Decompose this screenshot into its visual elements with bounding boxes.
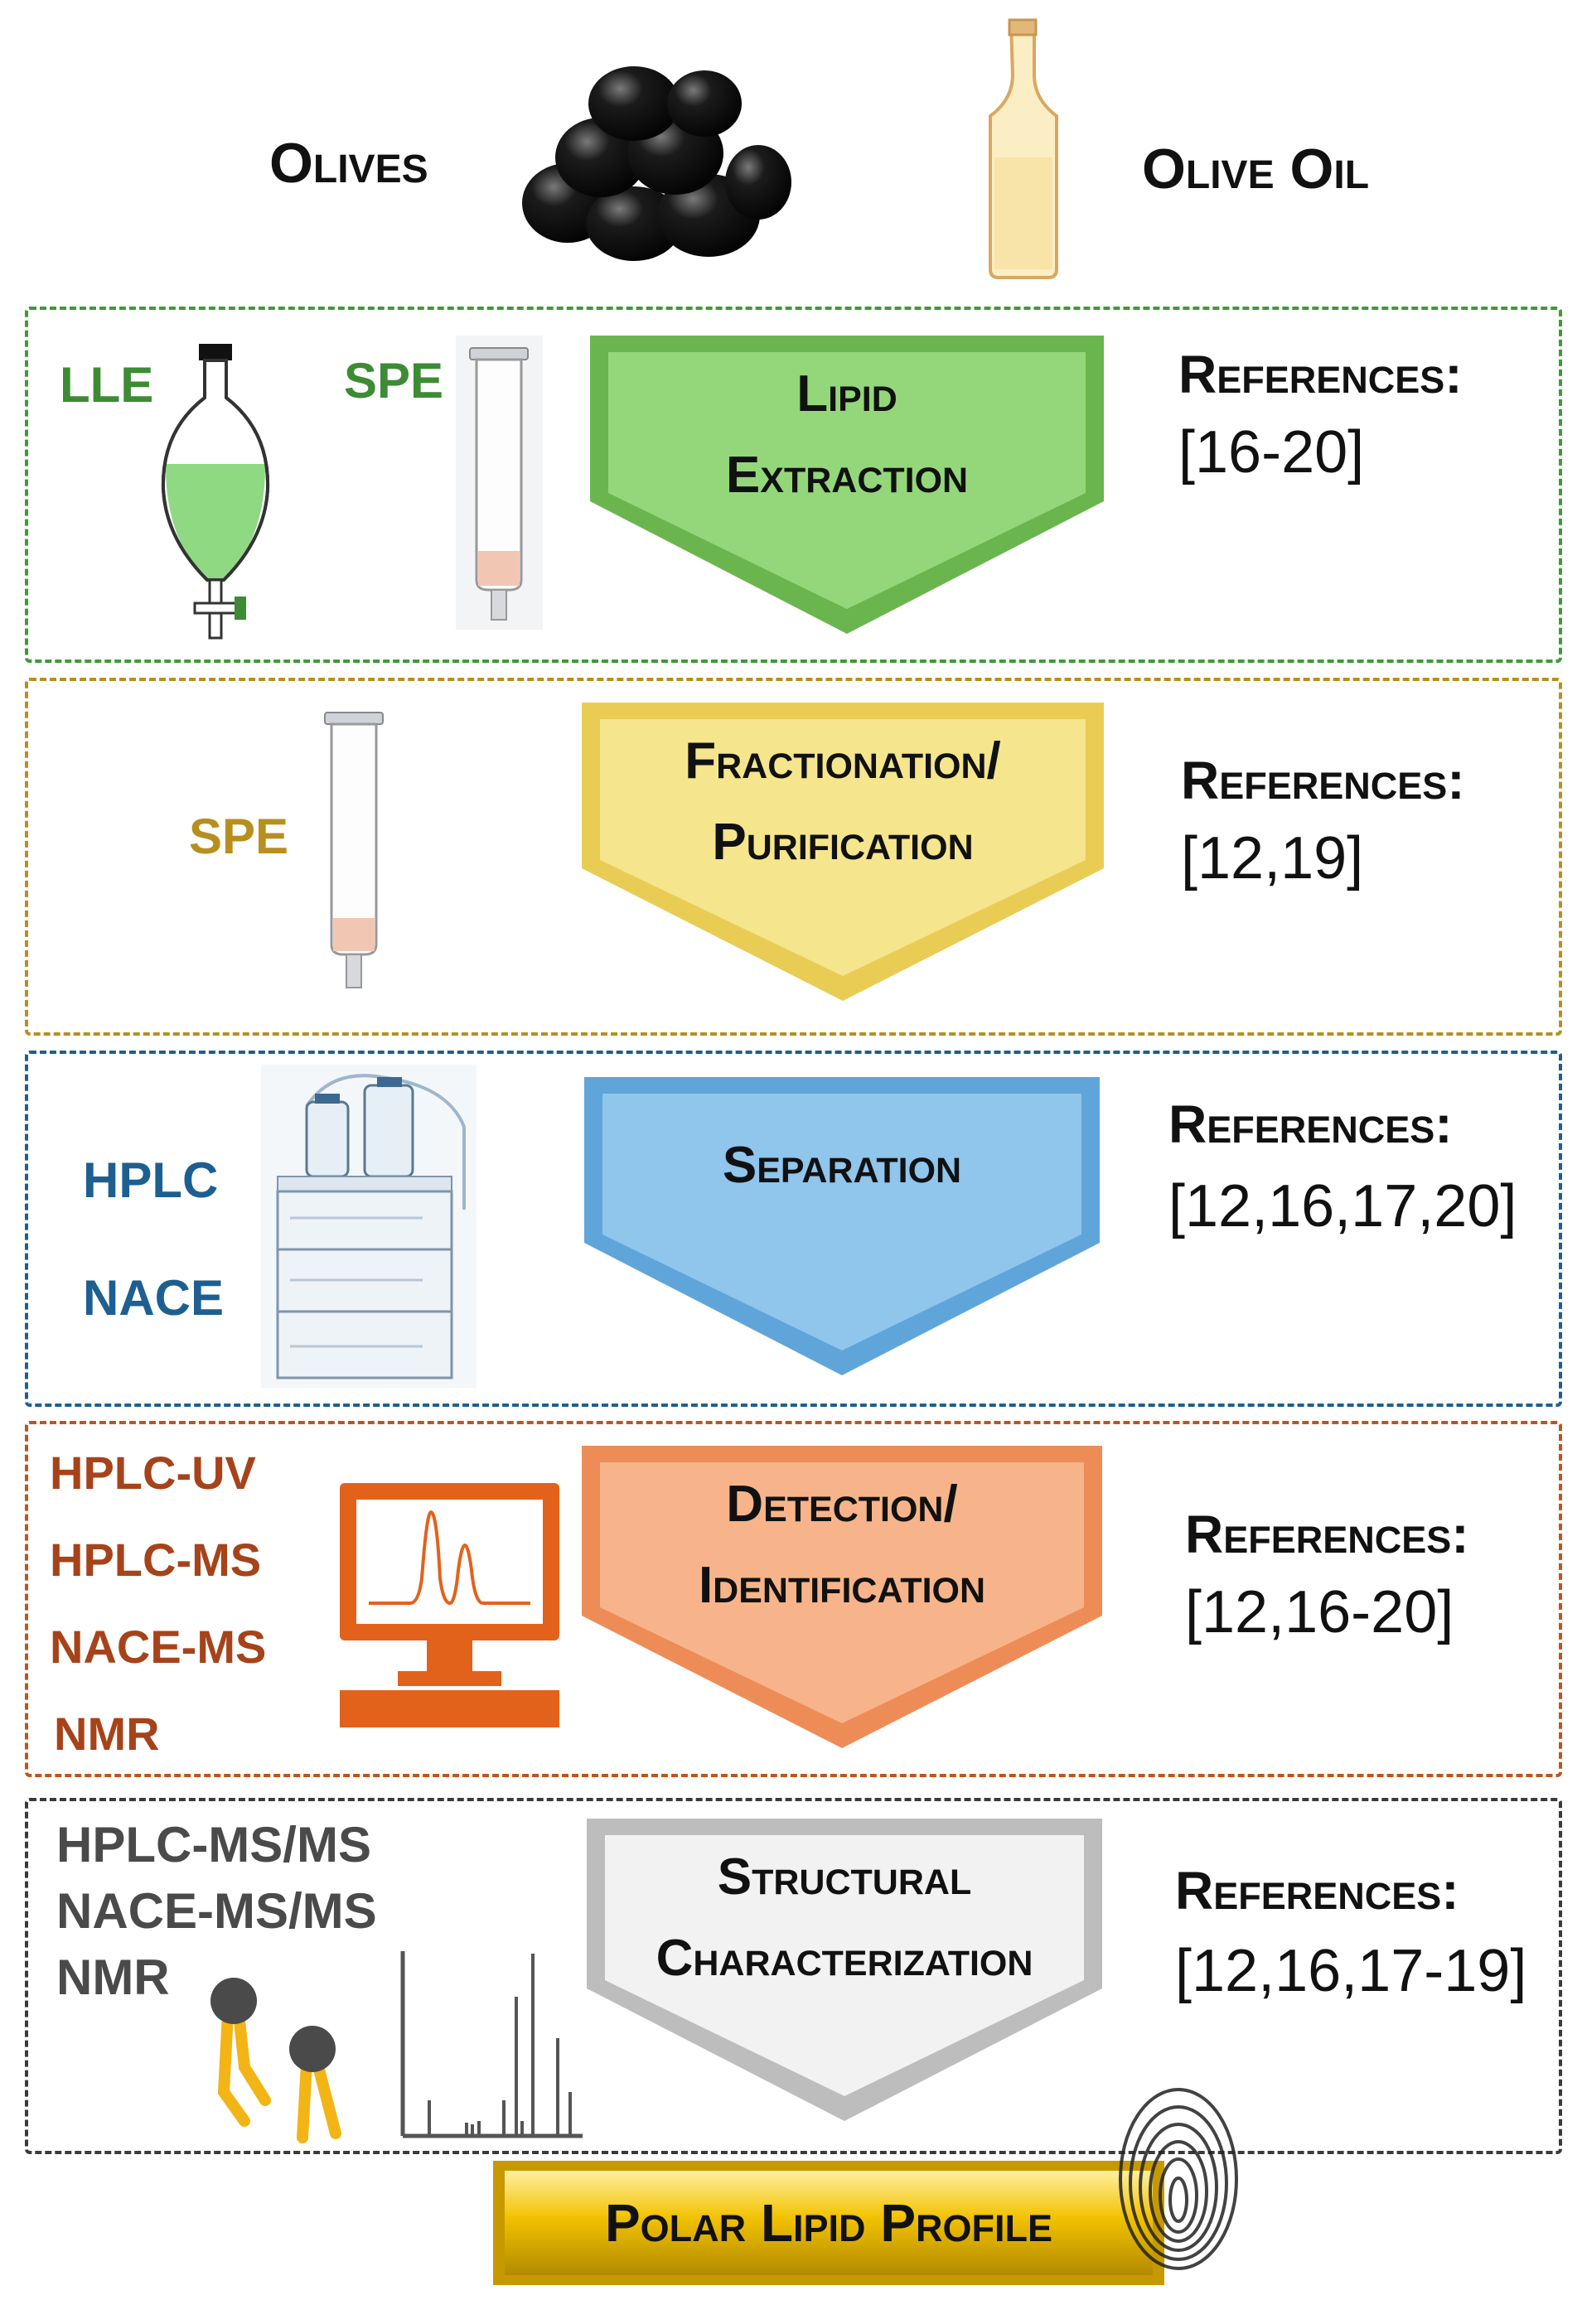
polar-lipid-profile-bar: Polar Lipid Profile <box>493 2161 1164 2285</box>
lipid-extraction-references-label: References: <box>1178 345 1463 404</box>
lipid-extraction-arrow: Lipid Extraction <box>590 336 1104 634</box>
lipid-extraction-references: [16-20] <box>1178 419 1365 486</box>
olive-oil-label: Olive Oil <box>1142 138 1370 201</box>
lipid-extraction-title-line1: Lipid <box>796 365 897 423</box>
technique-nmr-structural: NMR <box>56 1950 170 2005</box>
separation-arrow: Separation <box>584 1077 1100 1375</box>
separation-title: Separation <box>722 1137 962 1194</box>
technique-nmr-detection: NMR <box>54 1708 160 1760</box>
structural-references: [12,16,17-19] <box>1175 1938 1527 2004</box>
detection-title-line2: Identification <box>698 1557 986 1614</box>
technique-hplc: HPLC <box>83 1152 219 1208</box>
technique-lle: LLE <box>60 357 154 413</box>
detection-arrow: Detection/ Identification <box>582 1446 1102 1748</box>
mass-spectrum-icon <box>396 1947 587 2142</box>
structural-references-label: References: <box>1175 1861 1459 1921</box>
spe-cartridge-icon-2 <box>308 704 399 1003</box>
technique-nace-ms: NACE-MS <box>50 1621 267 1673</box>
technique-hplc-ms-ms: HPLC-MS/MS <box>56 1817 371 1872</box>
detection-references: [12,16-20] <box>1185 1579 1454 1645</box>
structural-box <box>25 1798 1562 2154</box>
detection-references-label: References: <box>1185 1505 1469 1564</box>
separation-references-label: References: <box>1168 1094 1453 1154</box>
fractionation-references: [12,19] <box>1181 825 1364 891</box>
olives-image <box>510 46 791 269</box>
technique-nace: NACE <box>83 1270 225 1326</box>
separatory-funnel-icon <box>153 340 278 646</box>
fractionation-arrow: Fractionation/ Purification <box>582 703 1104 1001</box>
technique-hplc-uv: HPLC-UV <box>50 1447 256 1499</box>
fingerprint-icon <box>1110 2080 1247 2278</box>
structural-title-line1: Structural <box>717 1848 972 1906</box>
separation-box <box>25 1051 1562 1407</box>
structural-title-line2: Characterization <box>656 1930 1033 1987</box>
computer-monitor-icon <box>336 1479 564 1732</box>
olives-label: Olives <box>269 132 428 195</box>
hplc-instrument-icon <box>257 1061 481 1392</box>
structural-arrow: Structural Characterization <box>587 1819 1102 2121</box>
technique-spe-extraction: SPE <box>344 353 444 408</box>
lipid-extraction-box <box>25 307 1562 663</box>
lipid-extraction-title-line2: Extraction <box>725 447 969 504</box>
fractionation-box <box>25 678 1562 1036</box>
technique-hplc-ms: HPLC-MS <box>50 1534 262 1586</box>
olive-oil-bottle-image <box>978 17 1069 282</box>
technique-spe-fractionation: SPE <box>189 809 289 864</box>
separation-references: [12,16,17,20] <box>1168 1173 1517 1239</box>
detection-title-line1: Detection/ <box>726 1476 958 1533</box>
fractionation-title-line2: Purification <box>712 814 974 871</box>
polar-lipid-profile-label: Polar Lipid Profile <box>604 2193 1053 2253</box>
fractionation-references-label: References: <box>1181 751 1465 810</box>
technique-nace-ms-ms: NACE-MS/MS <box>56 1883 377 1939</box>
fractionation-title-line1: Fractionation/ <box>685 732 1001 790</box>
spe-cartridge-icon <box>452 331 547 634</box>
detection-box <box>25 1421 1562 1777</box>
phospholipid-molecule-icon <box>199 1976 365 2150</box>
